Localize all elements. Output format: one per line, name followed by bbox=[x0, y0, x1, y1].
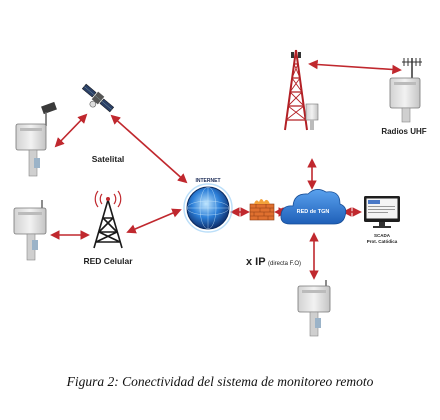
computer-icon bbox=[364, 196, 400, 228]
monitoring-station-icon bbox=[389, 77, 421, 123]
monitoring-station-icon bbox=[15, 101, 57, 177]
x-ip-sublabel: (directa F.O) bbox=[268, 261, 301, 267]
x-ip-label: x IP bbox=[246, 256, 266, 268]
internet-label: INTERNET bbox=[196, 178, 221, 184]
connection-arrows bbox=[50, 59, 402, 280]
cell-tower-icon bbox=[93, 190, 123, 249]
arrow-station1-satellite bbox=[54, 113, 88, 148]
radios-uhf-label: Radios UHF bbox=[381, 127, 426, 136]
red-tgn-label: RED de TGN bbox=[297, 209, 330, 215]
monitoring-station-icon bbox=[13, 200, 47, 261]
red-celular-label: RED Celular bbox=[83, 256, 133, 266]
firewall-icon bbox=[249, 199, 275, 221]
figure-caption: Figura 2: Conectividad del sistema de mo… bbox=[66, 374, 374, 389]
satelital-label: Satelital bbox=[92, 154, 125, 164]
radio-tower-icon bbox=[284, 49, 308, 131]
scada-label: SCADA bbox=[374, 233, 391, 238]
monitoring-station-icon bbox=[297, 280, 331, 337]
arrow-celular-internet bbox=[126, 208, 182, 234]
satellite-icon bbox=[81, 83, 115, 113]
monitoring-station-icon bbox=[305, 103, 319, 130]
cloud-icon bbox=[280, 189, 347, 225]
arrow-tower-uhf bbox=[308, 59, 402, 75]
globe-icon bbox=[183, 183, 233, 233]
arrow-satellite-internet bbox=[110, 114, 188, 184]
prot-catodica-label: Prot. Catódica bbox=[367, 239, 398, 244]
